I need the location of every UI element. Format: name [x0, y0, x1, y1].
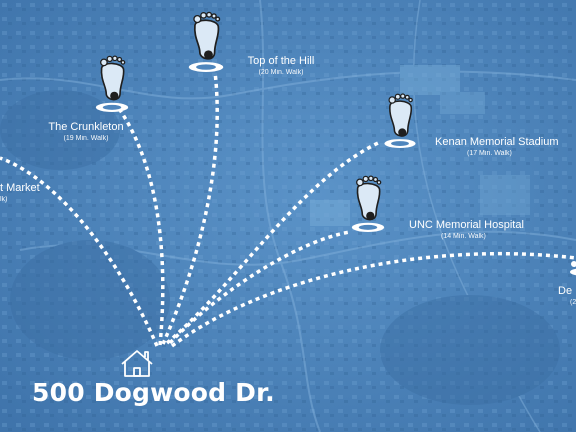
walk-time: (14 Min. Walk)	[441, 233, 486, 240]
route-the-crunkleton	[118, 109, 165, 346]
destination-name: Kenan Memorial Stadium	[435, 136, 559, 148]
route-de	[170, 251, 576, 348]
route-top-of-the-hill	[161, 71, 219, 345]
destination-name: De	[558, 285, 573, 297]
label-de: De (2	[558, 285, 576, 307]
house-icon	[121, 350, 153, 377]
label-unc-memorial-hospital: UNC Memorial Hospital (14 Min. Walk)	[409, 219, 524, 241]
walk-time: lk)	[0, 196, 8, 203]
walk-time: (19 Min. Walk)	[63, 135, 109, 142]
walk-time: (2	[570, 299, 576, 306]
destination-name: t Market	[0, 182, 40, 194]
destination-name: Top of the Hill	[247, 55, 315, 67]
label-kenan-memorial-stadium: Kenan Memorial Stadium (17 Min. Walk)	[435, 136, 559, 158]
destination-name: UNC Memorial Hospital	[409, 219, 524, 231]
route-unc-memorial-hospital	[168, 230, 351, 345]
route-t-market	[0, 156, 159, 347]
label-t-market: t Market lk)	[0, 182, 40, 204]
walk-time: (20 Min. Walk)	[258, 69, 304, 76]
walk-time: (17 Min. Walk)	[467, 150, 512, 157]
route-kenan-memorial-stadium	[165, 140, 381, 345]
destination-name: The Crunkleton	[48, 121, 124, 133]
marker-de[interactable]	[570, 261, 576, 276]
label-the-crunkleton: The Crunkleton (19 Min. Walk)	[48, 121, 123, 143]
label-top-of-the-hill: Top of the Hill (20 Min. Walk)	[248, 55, 315, 77]
origin-address: 500 Dogwood Dr.	[32, 378, 275, 407]
